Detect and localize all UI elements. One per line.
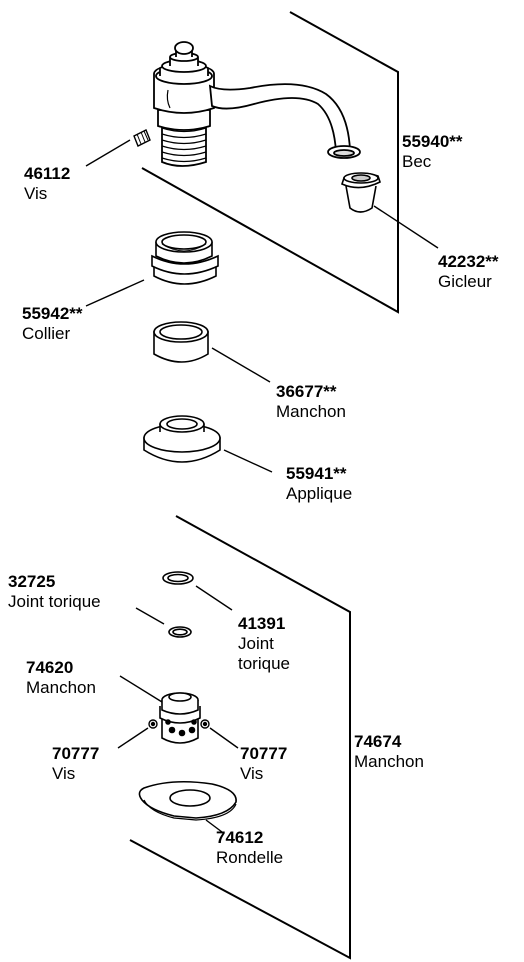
leader-36677	[211, 347, 271, 383]
part-number: 36677**	[276, 382, 337, 401]
part-number: 55940**	[402, 132, 463, 151]
aerator-part	[341, 172, 381, 213]
part-name: Applique	[286, 484, 353, 503]
part-number: 74620	[26, 658, 74, 677]
spout-part	[153, 41, 361, 167]
part-name: Manchon	[276, 402, 346, 421]
part-name: Joint torique	[238, 634, 290, 673]
leader-74612	[205, 819, 223, 833]
part-number: 46112	[24, 164, 71, 183]
label-41391: 41391 Joint torique	[238, 614, 318, 674]
label-70777-right: 70777 Vis	[240, 744, 287, 784]
lower-deck-panel	[129, 515, 351, 960]
part-name: Gicleur	[438, 272, 492, 291]
o-ring-41391-part	[162, 571, 194, 585]
part-name: Rondelle	[216, 848, 284, 867]
label-70777-left: 70777 Vis	[52, 744, 99, 784]
leader-46112	[85, 139, 131, 167]
leader-55942	[85, 279, 145, 307]
part-number: 42232**	[438, 252, 499, 271]
leader-70777-left	[117, 727, 149, 749]
part-name: Joint torique	[8, 592, 101, 611]
o-ring-32725-part	[168, 626, 192, 638]
label-42232: 42232** Gicleur	[438, 252, 499, 292]
screw-70777-right-part	[200, 719, 210, 729]
sleeve-74620-part	[159, 692, 201, 744]
label-55940: 55940** Bec	[402, 132, 463, 172]
sleeve-36677-part	[153, 321, 209, 363]
leader-55941	[223, 449, 273, 473]
part-name: Bec	[402, 152, 432, 171]
label-74612: 74612 Rondelle	[216, 828, 283, 868]
part-number: 55941**	[286, 464, 347, 483]
label-55942: 55942** Collier	[22, 304, 83, 344]
label-74620: 74620 Manchon	[26, 658, 96, 698]
part-number: 70777	[240, 744, 288, 763]
upper-deck-panel	[141, 11, 399, 314]
part-name: Vis	[24, 184, 48, 203]
part-name: Vis	[240, 764, 264, 783]
screw-46112-part	[133, 129, 151, 147]
washer-part	[138, 780, 237, 821]
part-name: Manchon	[354, 752, 424, 771]
leader-32725	[135, 607, 165, 625]
label-46112: 46112 Vis	[24, 164, 70, 204]
label-74674: 74674 Manchon	[354, 732, 424, 772]
part-number: 74612	[216, 828, 264, 847]
part-number: 41391	[238, 614, 286, 633]
part-name: Collier	[22, 324, 71, 343]
part-number: 70777	[52, 744, 100, 763]
leader-42232	[373, 205, 439, 249]
part-name: Vis	[52, 764, 76, 783]
part-name: Manchon	[26, 678, 96, 697]
leader-41391	[195, 585, 233, 611]
collar-part	[151, 231, 219, 285]
label-32725: 32725 Joint torique	[8, 572, 101, 612]
label-36677: 36677** Manchon	[276, 382, 346, 422]
leader-74620	[119, 675, 163, 703]
leader-70777-right	[209, 727, 239, 749]
part-number: 74674	[354, 732, 402, 751]
label-55941: 55941** Applique	[286, 464, 352, 504]
escutcheon-part	[143, 415, 221, 463]
screw-70777-left-part	[148, 719, 158, 729]
part-number: 32725	[8, 572, 56, 591]
part-number: 55942**	[22, 304, 83, 323]
